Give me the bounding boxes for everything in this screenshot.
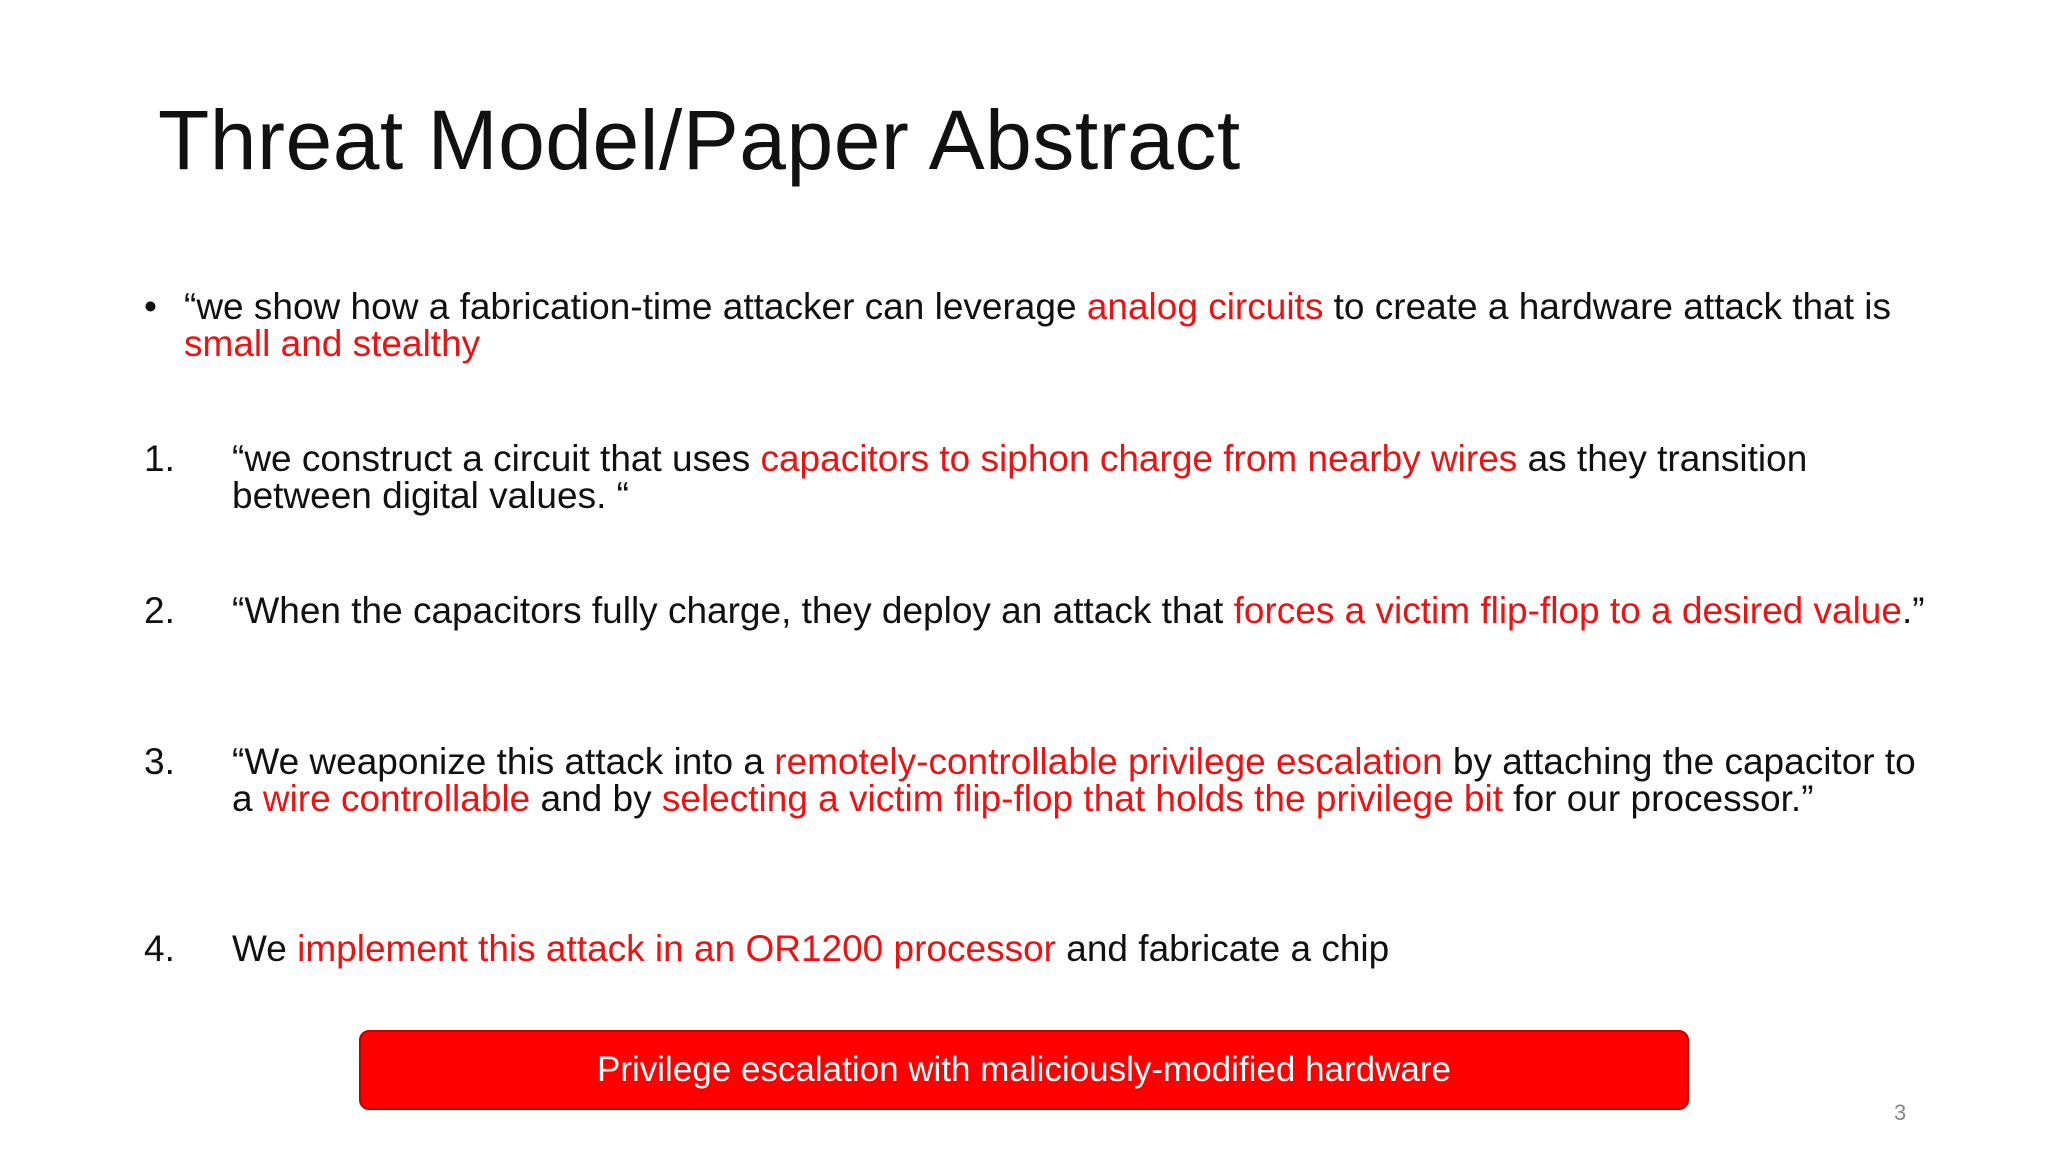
- item-text: “We weaponize this attack into a remotel…: [232, 741, 1916, 819]
- item-number: 3.: [144, 741, 175, 782]
- highlight-victim-flip-flop: forces a victim flip-flop to a desired v…: [1233, 590, 1902, 631]
- item-text: We implement this attack in an OR1200 pr…: [232, 928, 1390, 969]
- summary-banner-text: Privilege escalation with maliciously-mo…: [597, 1050, 1451, 1089]
- highlight-small-and-stealthy: small and stealthy: [184, 323, 481, 364]
- slide-title: Threat Model/Paper Abstract: [158, 93, 1241, 187]
- highlight-analog-circuits: analog circuits: [1086, 286, 1324, 327]
- bullet-text: “we show how a fabrication-time attacker…: [184, 286, 1891, 364]
- item-text: “we construct a circuit that uses capaci…: [232, 438, 1808, 516]
- item-text: “When the capacitors fully charge, they …: [232, 590, 1925, 631]
- page-number: 3: [1894, 1100, 1907, 1125]
- item-number: 4.: [144, 928, 175, 969]
- item-number: 2.: [144, 590, 175, 631]
- item-number: 1.: [144, 438, 175, 479]
- summary-banner: Privilege escalation with maliciously-mo…: [359, 1030, 1689, 1110]
- highlight-privilege-escalation: remotely-controllable privilege escalati…: [774, 741, 1443, 782]
- bullet-marker: •: [144, 286, 157, 327]
- highlight-wire-controllable: wire controllable: [262, 778, 531, 819]
- highlight-or1200: implement this attack in an OR1200 proce…: [297, 928, 1056, 969]
- highlight-privilege-bit: selecting a victim flip-flop that holds …: [661, 778, 1504, 819]
- highlight-capacitors: capacitors to siphon charge from nearby …: [760, 438, 1518, 479]
